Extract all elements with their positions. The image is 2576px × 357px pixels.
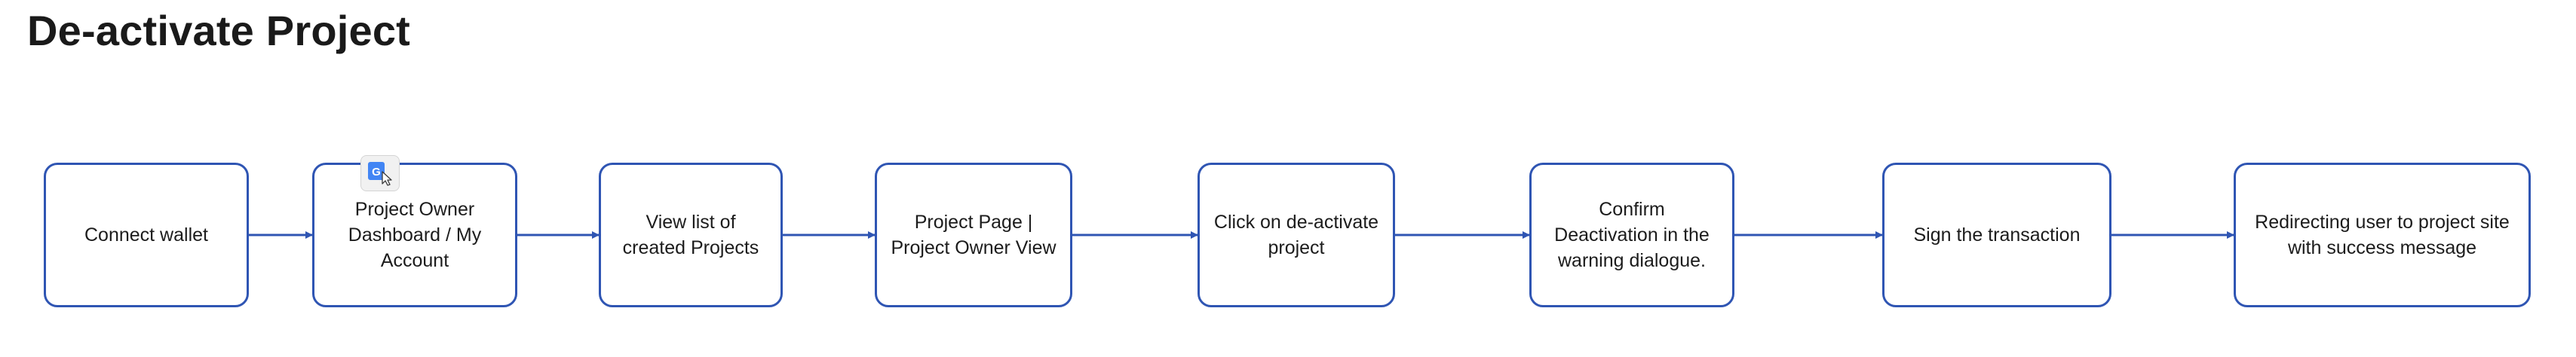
step-project-owner-dashboard[interactable]: Project Owner Dashboard / My Account [312,163,517,307]
step-label: Click on de-activate project [1213,212,1379,258]
step-label: Connect wallet [84,224,208,246]
step-confirm-deactivation[interactable]: Confirm Deactivation in the warning dial… [1529,163,1734,307]
step-label: Project Owner Dashboard / My Account [348,199,482,271]
translate-badge[interactable]: G [360,155,400,191]
google-translate-icon: G [368,162,392,186]
step-label: View list of created Projects [622,212,759,258]
step-redirect-success[interactable]: Redirecting user to project site with su… [2234,163,2531,307]
step-sign-transaction[interactable]: Sign the transaction [1882,163,2111,307]
step-view-created-projects[interactable]: View list of created Projects [599,163,783,307]
step-label: Sign the transaction [1913,224,2081,246]
page-title: De-activate Project [27,7,411,54]
step-project-page[interactable]: Project Page | Project Owner View [875,163,1072,307]
svg-text:G: G [372,166,381,178]
step-connect-wallet[interactable]: Connect wallet [44,163,249,307]
step-label: Confirm Deactivation in the warning dial… [1554,199,1710,271]
step-label: Project Page | Project Owner View [891,212,1056,258]
step-label: Redirecting user to project site with su… [2255,212,2510,258]
step-click-deactivate[interactable]: Click on de-activate project [1198,163,1395,307]
